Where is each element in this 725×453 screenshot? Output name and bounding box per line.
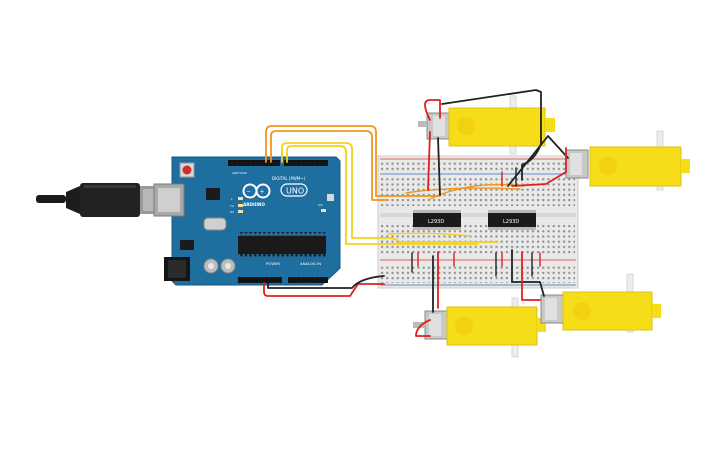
wire-black-motor-right[interactable] xyxy=(507,135,569,187)
gnd-label: GND xyxy=(240,171,248,175)
breadboard[interactable] xyxy=(377,155,579,289)
wire-black-gnd[interactable] xyxy=(267,275,385,289)
l-label: L xyxy=(231,197,233,201)
icsp-header xyxy=(327,194,334,201)
svg-text:+: + xyxy=(260,189,265,196)
regulator xyxy=(180,240,194,250)
wire-red-motor-right[interactable] xyxy=(511,147,567,187)
analog-label: ANALOG IN xyxy=(300,261,321,266)
wire-orange-3[interactable] xyxy=(405,187,521,194)
wire-red-bl-lead[interactable] xyxy=(415,319,431,337)
chip-label: L293D xyxy=(503,219,519,225)
wire-red-motor-br[interactable] xyxy=(521,251,541,301)
aref-label: AREF xyxy=(232,171,240,175)
digital-label: DIGITAL (PWM~) xyxy=(272,176,306,181)
rx-led xyxy=(238,210,243,213)
arduino-brand-label: ARDUINO xyxy=(243,202,265,207)
uno-badge: UNO xyxy=(280,183,308,197)
dc-motor-bottom-left[interactable] xyxy=(413,297,546,358)
wire-orange-2[interactable] xyxy=(270,130,389,201)
chip-label: L293D xyxy=(428,219,444,225)
atmega-chip xyxy=(238,232,326,258)
svg-text:UNO: UNO xyxy=(286,187,304,196)
l-led xyxy=(238,197,243,200)
l293d-chip-left[interactable]: L293D xyxy=(413,210,461,230)
arduino-uno-board[interactable]: AREF GND DIGITAL (PWM~) − + UNO ARDUINO … xyxy=(153,156,341,286)
wire-black-motor-br[interactable] xyxy=(511,249,545,297)
capacitors xyxy=(203,258,236,274)
tx-led xyxy=(238,204,243,207)
wire-red-motor-top[interactable] xyxy=(424,99,441,121)
usb-chip xyxy=(206,188,220,200)
svg-text:−: − xyxy=(246,189,251,196)
usb-cable[interactable] xyxy=(36,183,170,217)
dc-motor-bottom-right[interactable] xyxy=(540,273,661,333)
wire-yellow-2[interactable] xyxy=(286,145,479,245)
rx-label: RX xyxy=(230,210,234,214)
wire-black-motor-top[interactable] xyxy=(441,89,542,181)
wire-yellow-3[interactable] xyxy=(387,232,471,237)
arduino-logo: − + xyxy=(242,183,271,199)
wire-red-power[interactable] xyxy=(263,282,385,297)
wire-black-motor-top-2[interactable] xyxy=(437,137,441,196)
reset-button[interactable] xyxy=(179,162,195,178)
wire-yellow-1[interactable] xyxy=(281,142,499,243)
power-label: POWER xyxy=(266,261,280,266)
tx-label: TX xyxy=(229,204,234,208)
on-label: ON xyxy=(318,203,323,207)
l293d-chip-right[interactable]: L293D xyxy=(488,210,536,230)
crystal xyxy=(203,217,227,231)
wire-orange-1[interactable] xyxy=(265,125,441,197)
dc-motor-right[interactable] xyxy=(565,130,690,191)
on-led xyxy=(321,209,326,212)
wire-red-motor-top-2[interactable] xyxy=(427,131,431,191)
dc-motor-top[interactable] xyxy=(418,95,555,155)
